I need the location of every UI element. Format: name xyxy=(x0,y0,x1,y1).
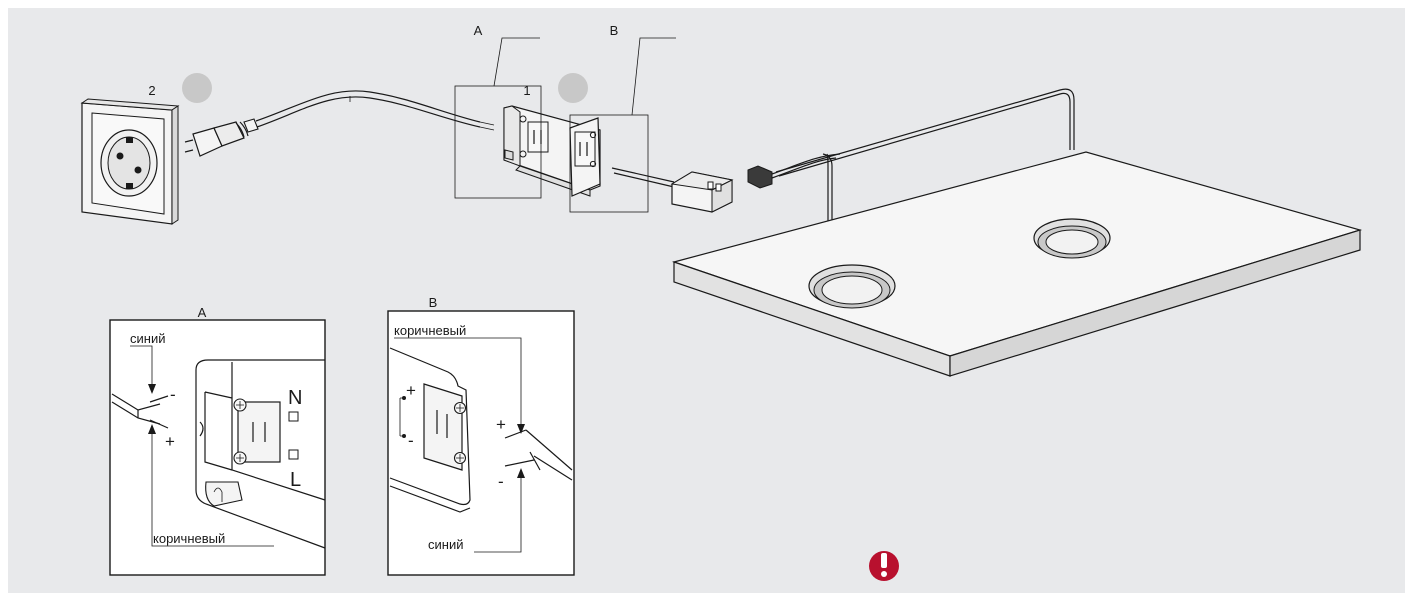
detail-a-plus: + xyxy=(165,432,175,451)
detail-b-blue-label: синий xyxy=(428,537,463,552)
detail-a-title: A xyxy=(198,305,207,320)
led-spot-light-1 xyxy=(1033,218,1111,259)
detail-a-neutral-mark: N xyxy=(288,387,302,409)
detail-a-brown-label: коричневый xyxy=(153,531,225,546)
callout-b: B xyxy=(569,23,676,213)
detail-b-title: B xyxy=(429,295,438,310)
detail-b-minus: - xyxy=(498,472,504,491)
detail-b-frame xyxy=(387,310,575,576)
detail-b-plus: + xyxy=(496,415,506,434)
connector-plate xyxy=(569,117,601,197)
wall-socket xyxy=(80,98,180,225)
step-2-number: 2 xyxy=(148,83,155,98)
detail-a: A синий - + коричневый N L xyxy=(109,305,326,576)
step-marker-1: 1 xyxy=(523,73,588,103)
detail-b: B + - коричневый + - синий xyxy=(387,295,575,576)
led-transformer xyxy=(670,171,734,213)
step-2-circle-icon xyxy=(182,73,212,103)
step-1-circle-icon xyxy=(558,73,588,103)
mains-plug-cable xyxy=(184,90,495,157)
callout-a: A xyxy=(454,23,542,199)
detail-a-frame xyxy=(109,319,326,576)
lead-wire xyxy=(611,167,675,188)
low-voltage-cable xyxy=(747,88,1075,224)
detail-a-minus: - xyxy=(170,385,176,404)
led-spot-light-2 xyxy=(808,264,896,309)
detail-b-terminal-minus: - xyxy=(408,431,414,450)
detail-a-blue-label: синий xyxy=(130,331,165,346)
callout-a-label: A xyxy=(474,23,483,38)
step-marker-2: 2 xyxy=(148,73,212,103)
step-1-number: 1 xyxy=(523,83,530,98)
exclamation-circle-icon xyxy=(869,551,899,581)
detail-b-brown-label: коричневый xyxy=(394,323,466,338)
callout-b-label: B xyxy=(610,23,619,38)
detail-b-terminal-plus: + xyxy=(406,381,416,400)
detail-a-live-mark: L xyxy=(290,469,301,491)
